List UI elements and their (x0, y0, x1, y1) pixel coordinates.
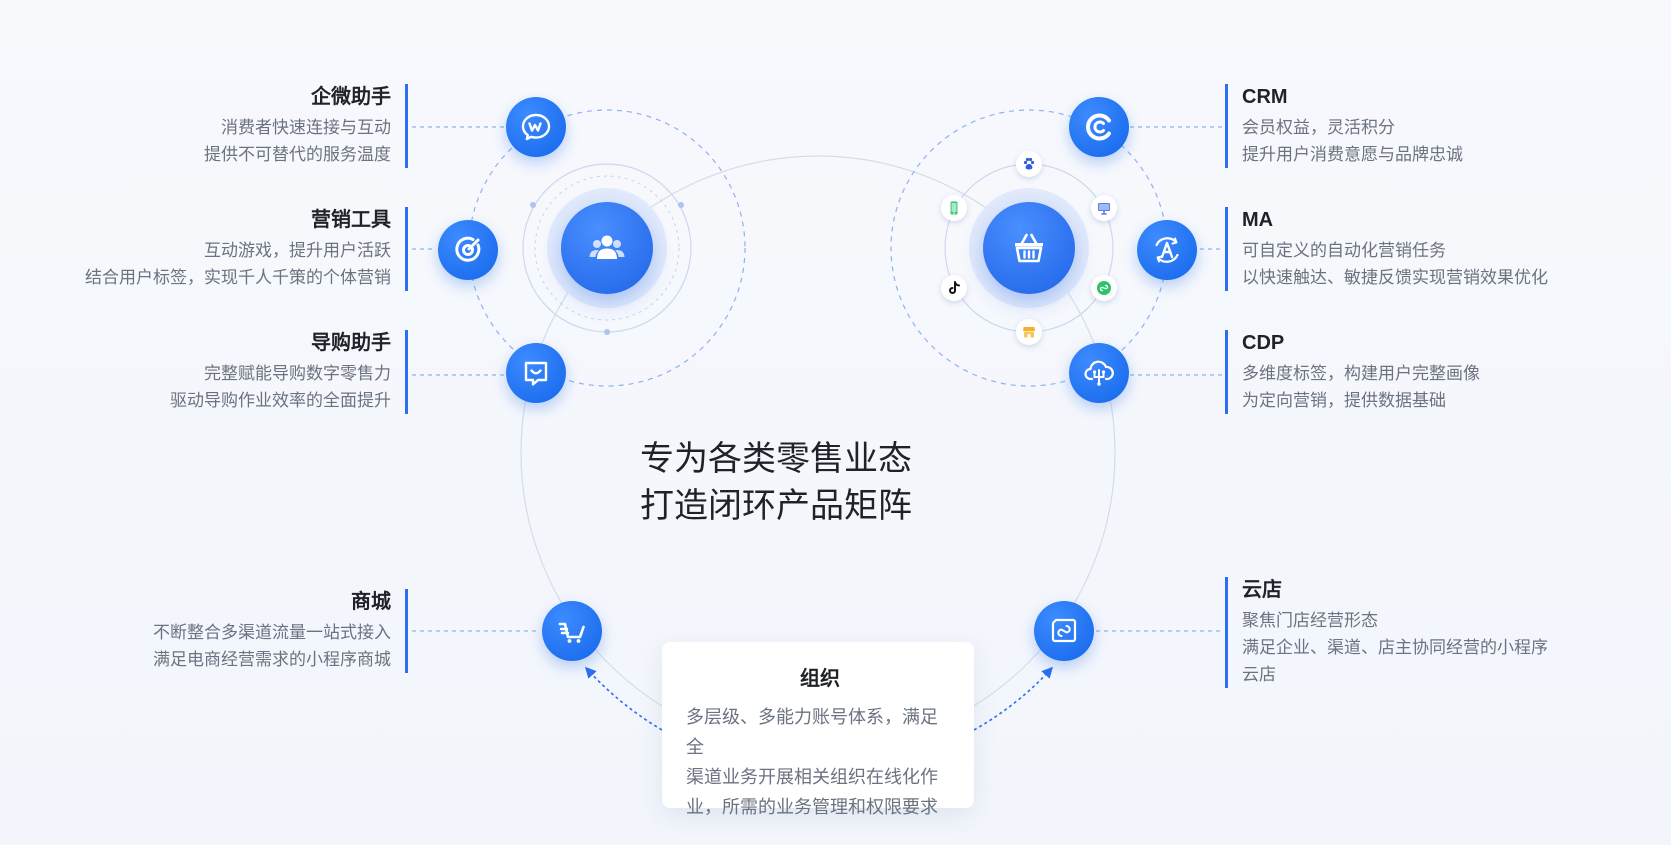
feature-title: CDP (1242, 332, 1285, 354)
headline-line-1: 专为各类零售业态 (640, 440, 912, 478)
organization-desc-line: 多层级、多能力账号体系，满足全 (686, 707, 938, 757)
wecom-icon (506, 97, 566, 157)
feature-title: 营销工具 (311, 209, 391, 231)
feature-shopping-guide: 导购助手 完整赋能导购数字零售力 驱动导购作业效率的全面提升 (170, 330, 408, 414)
feature-desc: 以快速触达、敏捷反馈实现营销效果优化 (1242, 268, 1548, 287)
tiktok-icon (941, 275, 967, 301)
feature-desc: 多维度标签，构建用户完整画像 (1242, 364, 1480, 383)
feature-cdp: CDP 多维度标签，构建用户完整画像 为定向营销，提供数据基础 (1225, 330, 1480, 414)
organization-title: 组织 (800, 668, 840, 690)
feature-marketing-tools: 营销工具 互动游戏，提升用户活跃 结合用户标签，实现千人千策的个体营销 (85, 207, 408, 291)
monitor-icon (1091, 195, 1117, 221)
feature-desc: 互动游戏，提升用户活跃 (204, 241, 391, 260)
headline-line-2: 打造闭环产品矩阵 (640, 487, 912, 525)
feature-desc: 聚焦门店经营形态 (1242, 611, 1378, 630)
automation-a-icon (1137, 220, 1197, 280)
feature-title: 导购助手 (311, 332, 391, 354)
organization-description: 多层级、多能力账号体系，满足全 渠道业务开展相关组织在线化作 业，所需的业务管理… (686, 702, 954, 822)
feature-title: MA (1242, 209, 1274, 231)
feature-desc: 提供不可替代的服务温度 (204, 145, 391, 164)
crm-c-icon (1069, 97, 1129, 157)
feature-title: CRM (1242, 86, 1288, 108)
feature-desc: 满足企业、渠道、店主协同经营的小程序 (1242, 638, 1548, 657)
feature-title: 商城 (351, 591, 391, 613)
target-icon (438, 220, 498, 280)
chat-smile-icon (506, 343, 566, 403)
feature-desc: 满足电商经营需求的小程序商城 (153, 650, 391, 669)
feature-desc: 完整赋能导购数字零售力 (204, 364, 391, 383)
feature-cloud-store: 云店 聚焦门店经营形态 满足企业、渠道、店主协同经营的小程序 云店 (1225, 577, 1548, 688)
paw-icon (1016, 151, 1042, 177)
feature-title: 企微助手 (311, 86, 391, 108)
feature-desc: 不断整合多渠道流量一站式接入 (153, 623, 391, 642)
feature-mall: 商城 不断整合多渠道流量一站式接入 满足电商经营需求的小程序商城 (153, 589, 408, 673)
feature-desc: 消费者快速连接与互动 (221, 118, 391, 137)
cart-icon (542, 601, 602, 661)
shop-icon (1016, 319, 1042, 345)
phone-icon (941, 195, 967, 221)
organization-card: 组织 多层级、多能力账号体系，满足全 渠道业务开展相关组织在线化作 业，所需的业… (662, 642, 974, 817)
feature-desc: 驱动导购作业效率的全面提升 (170, 391, 391, 410)
organization-desc-line: 渠道业务开展相关组织在线化作 (686, 767, 938, 787)
feature-desc: 可自定义的自动化营销任务 (1242, 241, 1446, 260)
feature-title: 云店 (1242, 579, 1282, 601)
miniprogram-store-icon (1034, 601, 1094, 661)
feature-desc: 云店 (1242, 665, 1276, 684)
feature-desc: 提升用户消费意愿与品牌忠诚 (1242, 145, 1463, 164)
users-icon (561, 202, 653, 294)
feature-desc: 会员权益，灵活积分 (1242, 118, 1395, 137)
feature-ma: MA 可自定义的自动化营销任务 以快速触达、敏捷反馈实现营销效果优化 (1225, 207, 1548, 291)
basket-icon (983, 202, 1075, 294)
feature-crm: CRM 会员权益，灵活积分 提升用户消费意愿与品牌忠诚 (1225, 84, 1463, 168)
feature-desc: 为定向营销，提供数据基础 (1242, 391, 1446, 410)
miniprogram-icon (1091, 275, 1117, 301)
feature-desc: 结合用户标签，实现千人千策的个体营销 (85, 268, 391, 287)
page-headline: 专为各类零售业态 打造闭环产品矩阵 (640, 436, 1000, 530)
feature-wecom-assistant: 企微助手 消费者快速连接与互动 提供不可替代的服务温度 (204, 84, 408, 168)
cloud-data-icon (1069, 343, 1129, 403)
organization-desc-line: 业，所需的业务管理和权限要求 (686, 797, 938, 817)
